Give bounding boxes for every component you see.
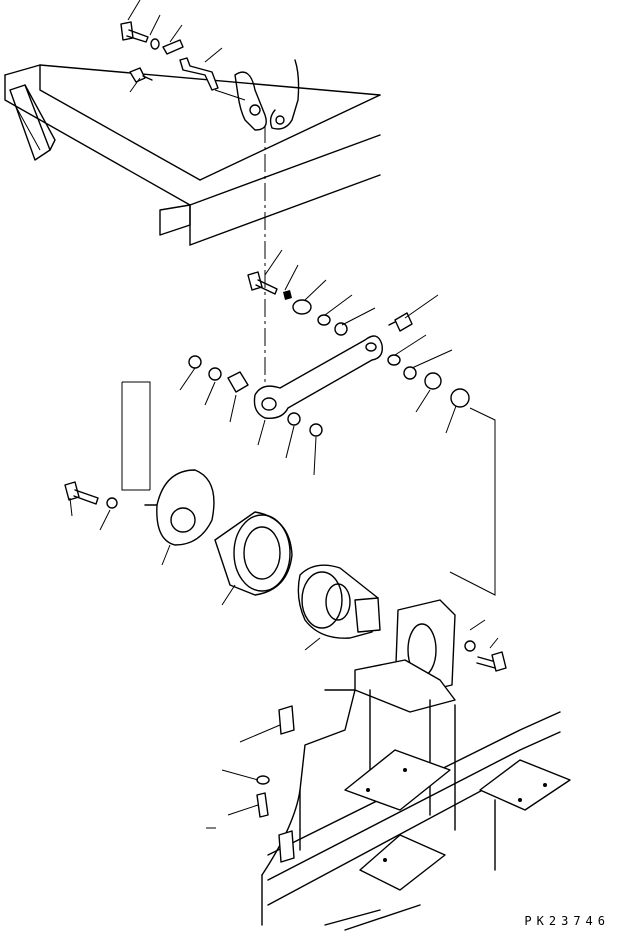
pivot-bracket: [234, 59, 300, 131]
drive-motor: [297, 564, 381, 639]
link-hardware: [188, 271, 470, 437]
drawing-reference-code: PK23746: [524, 914, 610, 928]
link-arm: [253, 335, 383, 419]
drum-housing: [214, 511, 293, 596]
motor-mount-bracket: [354, 599, 456, 713]
leader-lines: [69, 0, 499, 829]
flange-plate: [144, 469, 215, 546]
drive-hardware: [64, 481, 507, 672]
upper-frame-beam: [4, 64, 381, 246]
lower-chassis-frame: [256, 689, 571, 931]
pin-hardware-top: [120, 21, 246, 101]
